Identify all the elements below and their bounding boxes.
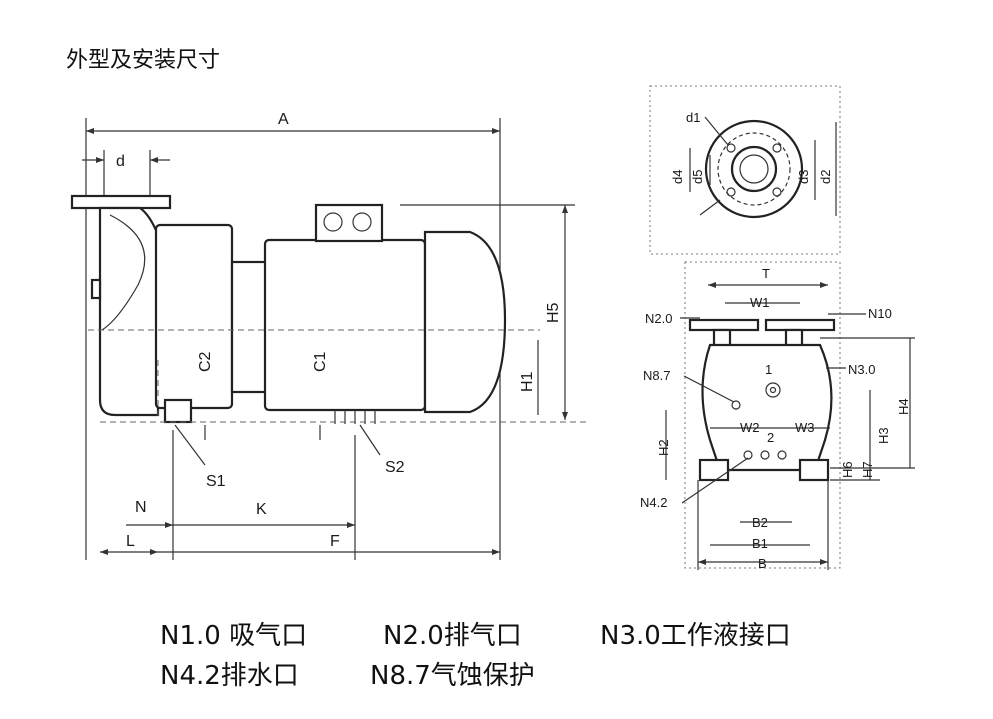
label-a: A <box>278 111 289 128</box>
legend-n1: N1.0 吸气口 <box>160 621 308 651</box>
label-d: d <box>116 153 125 170</box>
label-w1: W1 <box>750 295 770 310</box>
label-l: L <box>126 533 135 550</box>
label-s2: S2 <box>385 459 405 476</box>
label-k: K <box>256 501 267 518</box>
label-d5: d5 <box>690 170 705 184</box>
label-h5: H5 <box>545 302 562 323</box>
label-c1: C1 <box>312 351 329 372</box>
page-title: 外型及安装尺寸 <box>66 48 221 73</box>
legend-n2: N2.0排气口 <box>383 621 522 651</box>
front-view: T W1 N2.0 N10 1 N3.0 N8.7 W2 W3 2 <box>640 261 915 571</box>
label-w2: W2 <box>740 420 760 435</box>
label-h2: H2 <box>656 439 671 456</box>
flange-frame <box>649 85 841 255</box>
label-s1: S1 <box>206 473 226 490</box>
label-h7: H7 <box>860 461 875 478</box>
label-d2: d2 <box>818 170 833 184</box>
label-n2: N2.0 <box>645 311 672 326</box>
legend-n3: N3.0工作液接口 <box>600 621 791 651</box>
label-h1: H1 <box>519 371 536 392</box>
label-n: N <box>135 499 147 516</box>
label-b1: B1 <box>752 536 768 551</box>
legend-n4: N4.2排水口 <box>160 661 299 691</box>
label-1: 1 <box>765 362 772 377</box>
label-h3: H3 <box>876 427 891 444</box>
label-2: 2 <box>767 430 774 445</box>
terminal-box <box>314 203 384 243</box>
label-c2: C2 <box>197 351 214 372</box>
label-f: F <box>330 533 340 550</box>
inlet-flange <box>70 194 172 210</box>
legend-n8: N8.7气蚀保护 <box>370 661 535 691</box>
label-b2: B2 <box>752 515 768 530</box>
label-d1: d1 <box>686 110 700 125</box>
label-t: T <box>762 266 770 281</box>
label-d4: d4 <box>670 170 685 184</box>
motor-body <box>263 238 427 412</box>
label-b: B <box>758 556 767 571</box>
label-h6: H6 <box>840 461 855 478</box>
motor-fan-cover <box>423 230 507 414</box>
label-d3: d3 <box>796 170 811 184</box>
pump-housing <box>154 223 234 410</box>
label-h4: H4 <box>896 398 911 415</box>
label-n42: N4.2 <box>640 495 667 510</box>
coupling <box>230 260 268 394</box>
flange-bore <box>730 145 778 193</box>
side-view: A d C2 <box>70 111 590 560</box>
label-w3: W3 <box>795 420 815 435</box>
inlet-casing <box>98 206 160 417</box>
flange-view: d1 d4 d5 d3 d2 <box>649 85 841 255</box>
label-n3: N3.0 <box>848 362 875 377</box>
label-n10: N10 <box>868 306 892 321</box>
label-n87: N8.7 <box>643 368 670 383</box>
